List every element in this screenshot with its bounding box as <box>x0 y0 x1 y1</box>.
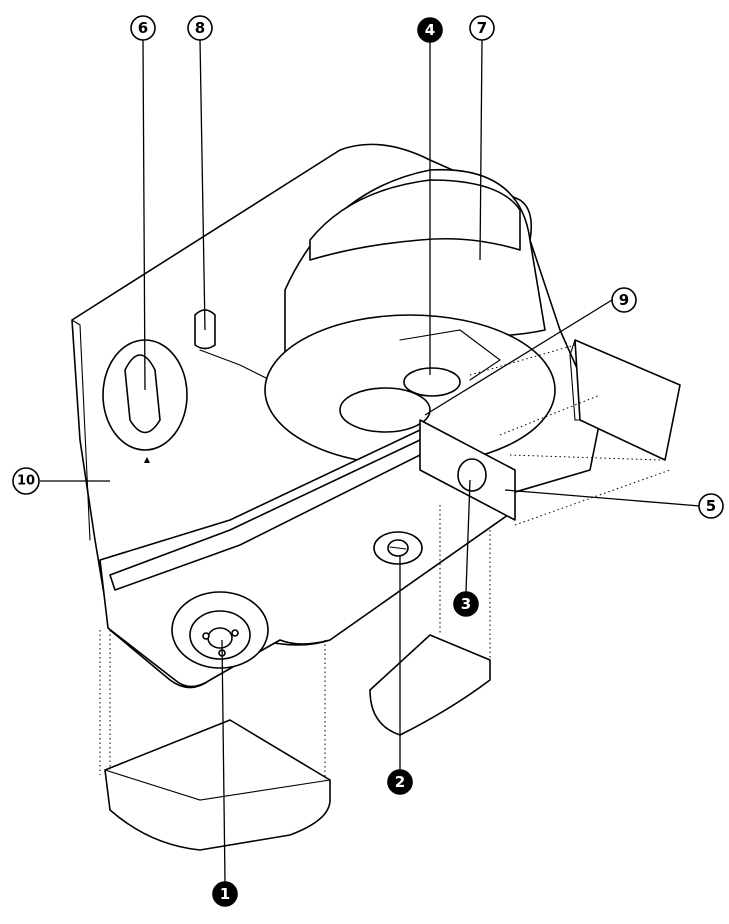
leader-line-1 <box>221 639 226 883</box>
callout-8: 8 <box>187 15 213 41</box>
svg-text:10: 10 <box>17 474 35 489</box>
thickness-knob-grip <box>124 354 161 434</box>
leader-line-8 <box>199 39 206 331</box>
callout-6: 6 <box>130 15 156 41</box>
leader-line-3 <box>465 479 471 593</box>
svg-text:4: 4 <box>425 21 435 39</box>
callout-2: 2 <box>387 769 413 795</box>
leader-line-5 <box>504 489 701 507</box>
explode-line <box>469 344 576 376</box>
svg-text:1: 1 <box>220 885 230 903</box>
callout-3: 3 <box>453 591 479 617</box>
blade-center-boss <box>403 367 461 397</box>
svg-text:9: 9 <box>619 291 629 309</box>
callout-10: 10 <box>12 467 40 495</box>
screw-slot <box>389 546 407 550</box>
carriage-lock-knob <box>457 458 487 492</box>
housing-edge <box>71 319 91 541</box>
food-tray <box>104 719 331 851</box>
svg-text:3: 3 <box>461 595 471 613</box>
callout-1: 1 <box>212 881 238 907</box>
callout-4: 4 <box>417 17 443 43</box>
callout-9: 9 <box>611 287 637 313</box>
svg-text:2: 2 <box>395 773 405 791</box>
leader-line-9 <box>424 299 613 416</box>
dome-top-ring <box>309 179 521 261</box>
knob-pointer-mark: ▲ <box>144 455 151 464</box>
food-tray-edge <box>104 769 331 801</box>
end-guard-edge <box>569 339 581 421</box>
pusher-center <box>207 627 233 649</box>
svg-text:8: 8 <box>195 19 205 37</box>
callout-5: 5 <box>698 493 724 519</box>
pusher-hole <box>231 629 239 637</box>
guide-foot <box>369 634 491 736</box>
leader-line-6 <box>142 39 146 391</box>
leader-line-7 <box>479 39 483 261</box>
svg-text:6: 6 <box>138 19 148 37</box>
housing-crease <box>199 349 271 381</box>
blade-hub <box>339 387 431 433</box>
svg-text:5: 5 <box>706 497 716 515</box>
end-guard <box>574 339 681 461</box>
svg-text:7: 7 <box>477 19 487 37</box>
callout-7: 7 <box>469 15 495 41</box>
pusher-hole <box>202 632 210 640</box>
